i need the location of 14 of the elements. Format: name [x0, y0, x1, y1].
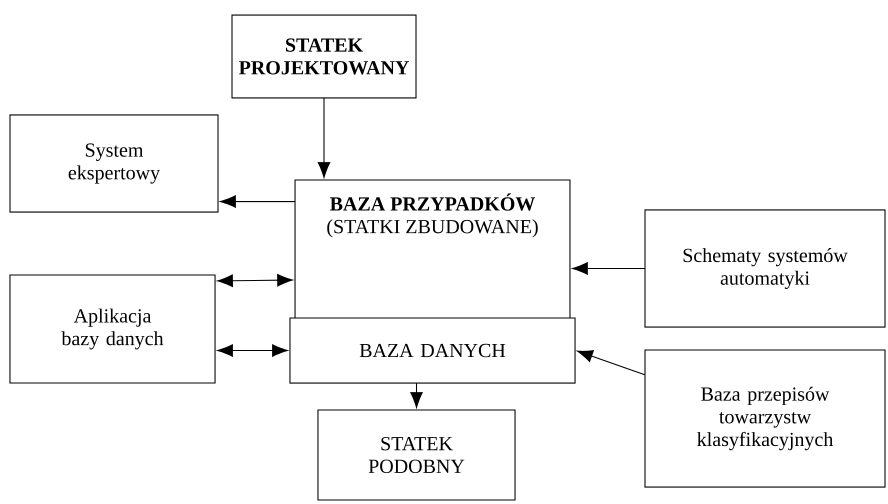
process-box: System ekspertowy: [9, 114, 219, 213]
arrow: [318, 98, 330, 178]
process-box: STATEK PROJEKTOWANY: [231, 14, 417, 98]
arrow: [577, 350, 645, 376]
process-box: STATEK PODOBNY: [317, 409, 516, 501]
process-box: Baza przepisów towarzystw klasyfikacyjnych: [644, 349, 886, 488]
arrow: [572, 262, 644, 275]
database-box: BAZA DANYCH: [289, 317, 576, 384]
arrow: [217, 344, 288, 357]
arrow: [217, 274, 293, 287]
arrow: [220, 195, 294, 208]
process-box: Aplikacja bazy danych: [9, 274, 216, 384]
arrow: [410, 384, 423, 408]
process-box: Schematy systemów automatyki: [644, 209, 886, 328]
